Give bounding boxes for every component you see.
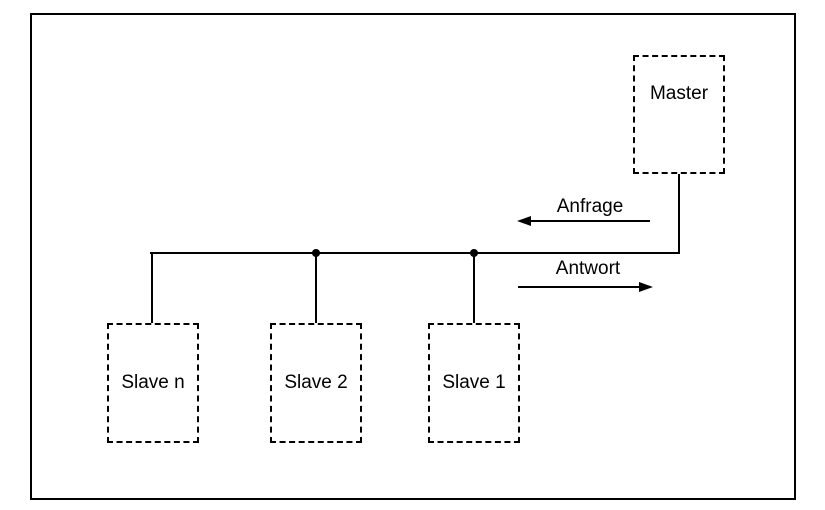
- node-master: Master: [633, 55, 725, 174]
- left-arrowhead-icon: [517, 216, 531, 226]
- request-arrow-line: [530, 220, 650, 222]
- slave-n-bus-connector: [151, 252, 153, 323]
- bus-line: [150, 252, 680, 254]
- response-arrow-label: Antwort: [555, 258, 621, 279]
- node-slave-n: Slave n: [107, 323, 199, 443]
- bus-junction-dot: [470, 249, 478, 257]
- node-slave-2-label: Slave 2: [284, 372, 348, 393]
- slave-1-bus-connector: [473, 252, 475, 323]
- node-slave-1: Slave 1: [428, 323, 520, 443]
- bus-junction-dot: [312, 249, 320, 257]
- node-slave-1-label: Slave 1: [442, 372, 506, 393]
- slave-2-bus-connector: [315, 252, 317, 323]
- node-slave-n-label: Slave n: [121, 372, 185, 393]
- node-slave-2: Slave 2: [270, 323, 362, 443]
- request-arrow-label: Anfrage: [556, 196, 624, 217]
- master-bus-connector: [678, 173, 680, 254]
- diagram-frame: [30, 13, 796, 500]
- node-master-label: Master: [649, 83, 709, 104]
- response-arrow-line: [518, 286, 640, 288]
- right-arrowhead-icon: [639, 282, 653, 292]
